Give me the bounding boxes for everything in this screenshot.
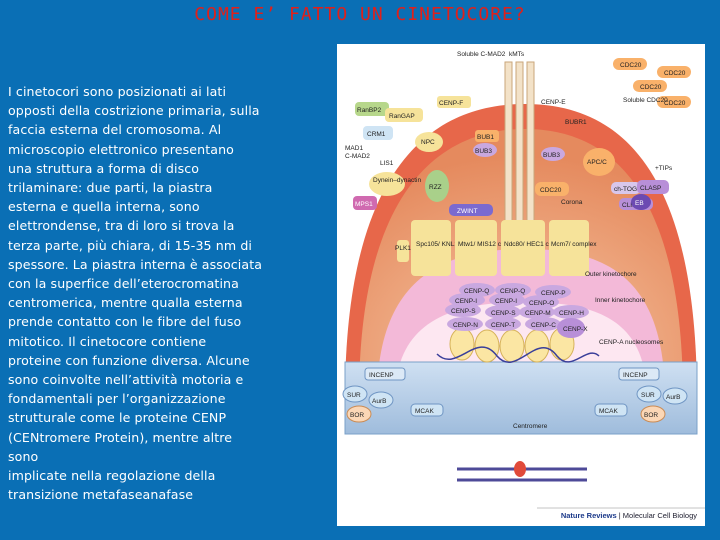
label-dynein: Dynein–dynactin [373, 177, 421, 184]
paragraph-line: I cinetocori sono posizionati ai lati [8, 84, 227, 99]
label-cenpa: CENP-A nucleosomes [599, 339, 664, 346]
label-cdc20: CDC20 [620, 62, 642, 69]
label-outer-kinetochore: Outer kinetochore [585, 271, 637, 278]
label-bor: BOR [644, 412, 658, 419]
label-cenpi: CENP-I [495, 298, 517, 305]
label-mcak: MCAK [599, 408, 618, 415]
label-cdc20: CDC20 [664, 100, 686, 107]
paragraph-line: trilaminare: due parti, la piastra [8, 180, 213, 196]
paragraph-line: transizione metafaseanafase [8, 487, 194, 503]
label-ndc80: Ndc80/ HEC1 complex [504, 241, 570, 248]
figure-credit: Nature Reviews | Molecular Cell Biology [561, 511, 697, 520]
cenp-cluster: CENP-Q CENP-Q CENP-P CENP-I CENP-I CENP-… [445, 283, 589, 338]
label-cenps: CENP-S [491, 310, 516, 317]
label-sur: SUR [641, 392, 655, 399]
label-aurb: AurB [372, 398, 386, 405]
label-cdc20-corona: CDC20 [540, 187, 562, 194]
label-spc105: Spc105/ KNL1 [416, 241, 458, 248]
slide-title: COME E’ FATTO UN CINETOCORE? [194, 4, 526, 25]
label-cenpq: CENP-Q [500, 288, 525, 295]
paragraph-line: opposti della costrizione primaria, sull… [8, 103, 260, 119]
cdc20-soluble-group: CDC20 CDC20 CDC20 CDC20 Soluble CDC20 [613, 58, 691, 108]
kinetochore-diagram-svg: Soluble C-MAD2 kMTs CDC20 CDC20 CDC20 CD… [342, 51, 705, 509]
paragraph-line: centromerica, mentre qualla esterna [8, 295, 243, 311]
paragraph-line: spessore. La piastra interna è associata [8, 256, 263, 272]
paragraph-line: (CENtromere Protein), mentre altre [8, 429, 233, 445]
label-mcm7: Mcm7/ complex [551, 241, 597, 248]
label-cenpi: CENP-I [455, 298, 477, 305]
label-incenp: INCENP [623, 372, 648, 379]
label-lis1: LIS1 [380, 160, 394, 167]
label-mis12: Mtw1/ MIS12 complex [458, 241, 523, 248]
label-eb: EB [635, 200, 644, 207]
label-cenpf: CENP-F [439, 100, 463, 107]
paragraph-line: fondamentali per l’organizzazione [8, 391, 226, 407]
label-cenpm: CENP-M [525, 310, 551, 317]
label-inner-kinetochore: Inner kinetochore [595, 297, 646, 304]
label-aurb: AurB [666, 394, 680, 401]
label-kmts: kMTs [509, 51, 525, 58]
label-rzz: RZZ [429, 184, 442, 191]
paragraph-line: una struttura a forma di disco [8, 160, 200, 176]
label-cenpq: CENP-Q [464, 288, 489, 295]
label-cenpo: CENP-O [529, 300, 554, 307]
label-mad1: MAD1 [345, 145, 363, 152]
paragraph-line: con la superfice dell’eterocromatina [8, 276, 239, 292]
label-cmad2: C-MAD2 [345, 153, 370, 160]
paragraph-line: proteine con funzione diversa. Alcune [8, 352, 250, 368]
label-npc: NPC [421, 139, 435, 146]
label-cdc20: CDC20 [640, 84, 662, 91]
label-soluble-cmad2: Soluble C-MAD2 [457, 51, 506, 58]
label-cenpc: CENP-C [531, 322, 556, 329]
credit-brand: Nature Reviews [560, 511, 617, 520]
label-cenpn: CENP-N [453, 322, 478, 329]
cenp-a-nucleosomes [436, 327, 600, 363]
label-bubr1: BUBR1 [565, 119, 587, 126]
label-cenph: CENP-H [559, 310, 584, 317]
label-soluble-cdc20: Soluble CDC20 [623, 97, 668, 104]
kinetochore-diagram: Soluble C-MAD2 kMTs CDC20 CDC20 CDC20 CD… [337, 44, 705, 526]
paragraph-line: esterna e quella interna, sono [8, 199, 200, 215]
label-bub3: BUB3 [475, 148, 492, 155]
label-mcak: MCAK [415, 408, 434, 415]
label-chtog: ch-TOG [614, 186, 637, 193]
slide-paragraph: I cinetocori sono posizionati ai lati op… [8, 82, 270, 504]
label-apcc: APC/C [587, 159, 607, 166]
paragraph-line: sono [8, 448, 39, 464]
label-mps1: MPS1 [355, 201, 373, 208]
paragraph-line: mitotico. Il cinetocore contiene [8, 333, 207, 349]
label-cenpt: CENP-T [491, 322, 515, 329]
label-cenpe: CENP-E [541, 99, 566, 106]
paragraph-line: sono coinvolte nell’attività motoria e [8, 372, 244, 388]
label-cdc20: CDC20 [664, 70, 686, 77]
label-tips: +TIPs [655, 165, 673, 172]
paragraph-line: faccia esterna del cromosoma. Al [8, 122, 222, 138]
label-bub1: BUB1 [477, 134, 494, 141]
paragraph-line: terza parte, più chiara, di 15-35 nm di [8, 237, 253, 253]
label-zwint: ZWINT [457, 208, 478, 215]
label-rangap: RanGAP [389, 113, 415, 120]
paragraph-line: elettrondense, tra di loro si trova la [8, 218, 235, 234]
label-plk1: PLK1 [395, 245, 411, 252]
label-sur: SUR [347, 392, 361, 399]
label-ranbp2: RanBP2 [357, 107, 382, 114]
label-crm1: CRM1 [367, 131, 386, 138]
label-corona: Corona [561, 199, 583, 206]
label-clasp: CLASP [640, 185, 661, 192]
credit-journal: | Molecular Cell Biology [618, 511, 697, 520]
paragraph-line: prende contatto con le fibre del fuso [8, 314, 242, 330]
label-cenpx: CENP-X [563, 326, 588, 333]
label-cenps: CENP-S [451, 308, 476, 315]
paragraph-line: implicate nella regolazione della [8, 468, 216, 484]
label-centromere: Centromere [513, 423, 548, 430]
label-cenpp: CENP-P [541, 290, 566, 297]
label-bor: BOR [350, 412, 364, 419]
label-incenp: INCENP [369, 372, 394, 379]
paragraph-line: microscopio elettronico presentano [8, 141, 234, 157]
label-bub3: BUB3 [543, 152, 560, 159]
paragraph-line: strutturale come le proteine CENP [8, 410, 227, 426]
chromatid-fiber [457, 461, 587, 482]
